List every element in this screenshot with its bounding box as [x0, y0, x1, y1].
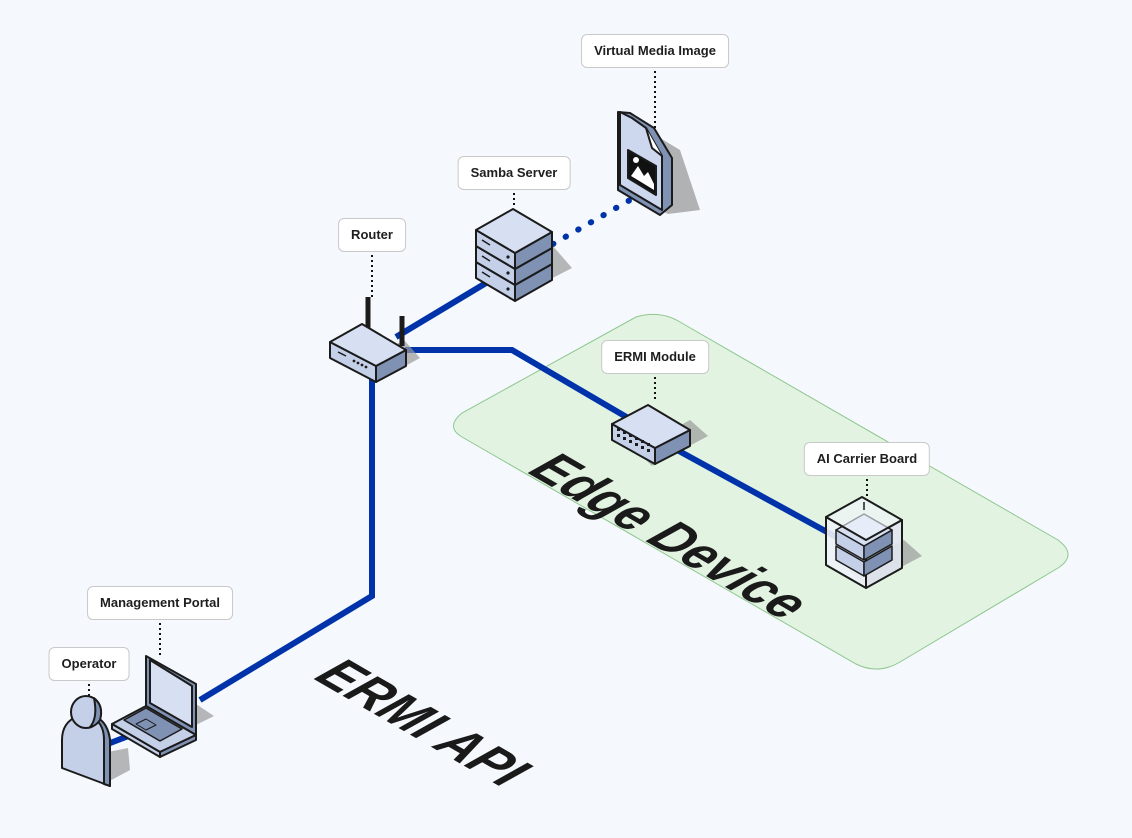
label-virtual-media-image: Virtual Media Image	[581, 34, 729, 68]
file-image-icon	[617, 111, 700, 216]
board-icon	[825, 496, 922, 589]
link-router-ermi-module	[405, 347, 642, 428]
user-icon	[61, 695, 130, 787]
laptop-icon	[111, 655, 214, 758]
label-ai-carrier-board: AI Carrier Board	[803, 442, 931, 476]
label-router: Router	[338, 218, 406, 252]
label-ermi-module: ERMI Module	[601, 340, 709, 374]
link-samba-media-dotted	[550, 197, 633, 247]
network-links	[103, 280, 840, 748]
label-samba-server: Samba Server	[457, 156, 571, 190]
label-operator: Operator	[48, 647, 130, 681]
leader-lines	[88, 66, 868, 697]
switch-icon	[611, 404, 708, 466]
link-router-samba	[394, 280, 488, 340]
link-router-portal	[198, 375, 375, 703]
router-icon	[329, 297, 420, 383]
label-management-portal: Management Portal	[87, 586, 233, 620]
server-icon	[475, 208, 572, 302]
link-ermi-module-ai-board	[666, 442, 840, 541]
